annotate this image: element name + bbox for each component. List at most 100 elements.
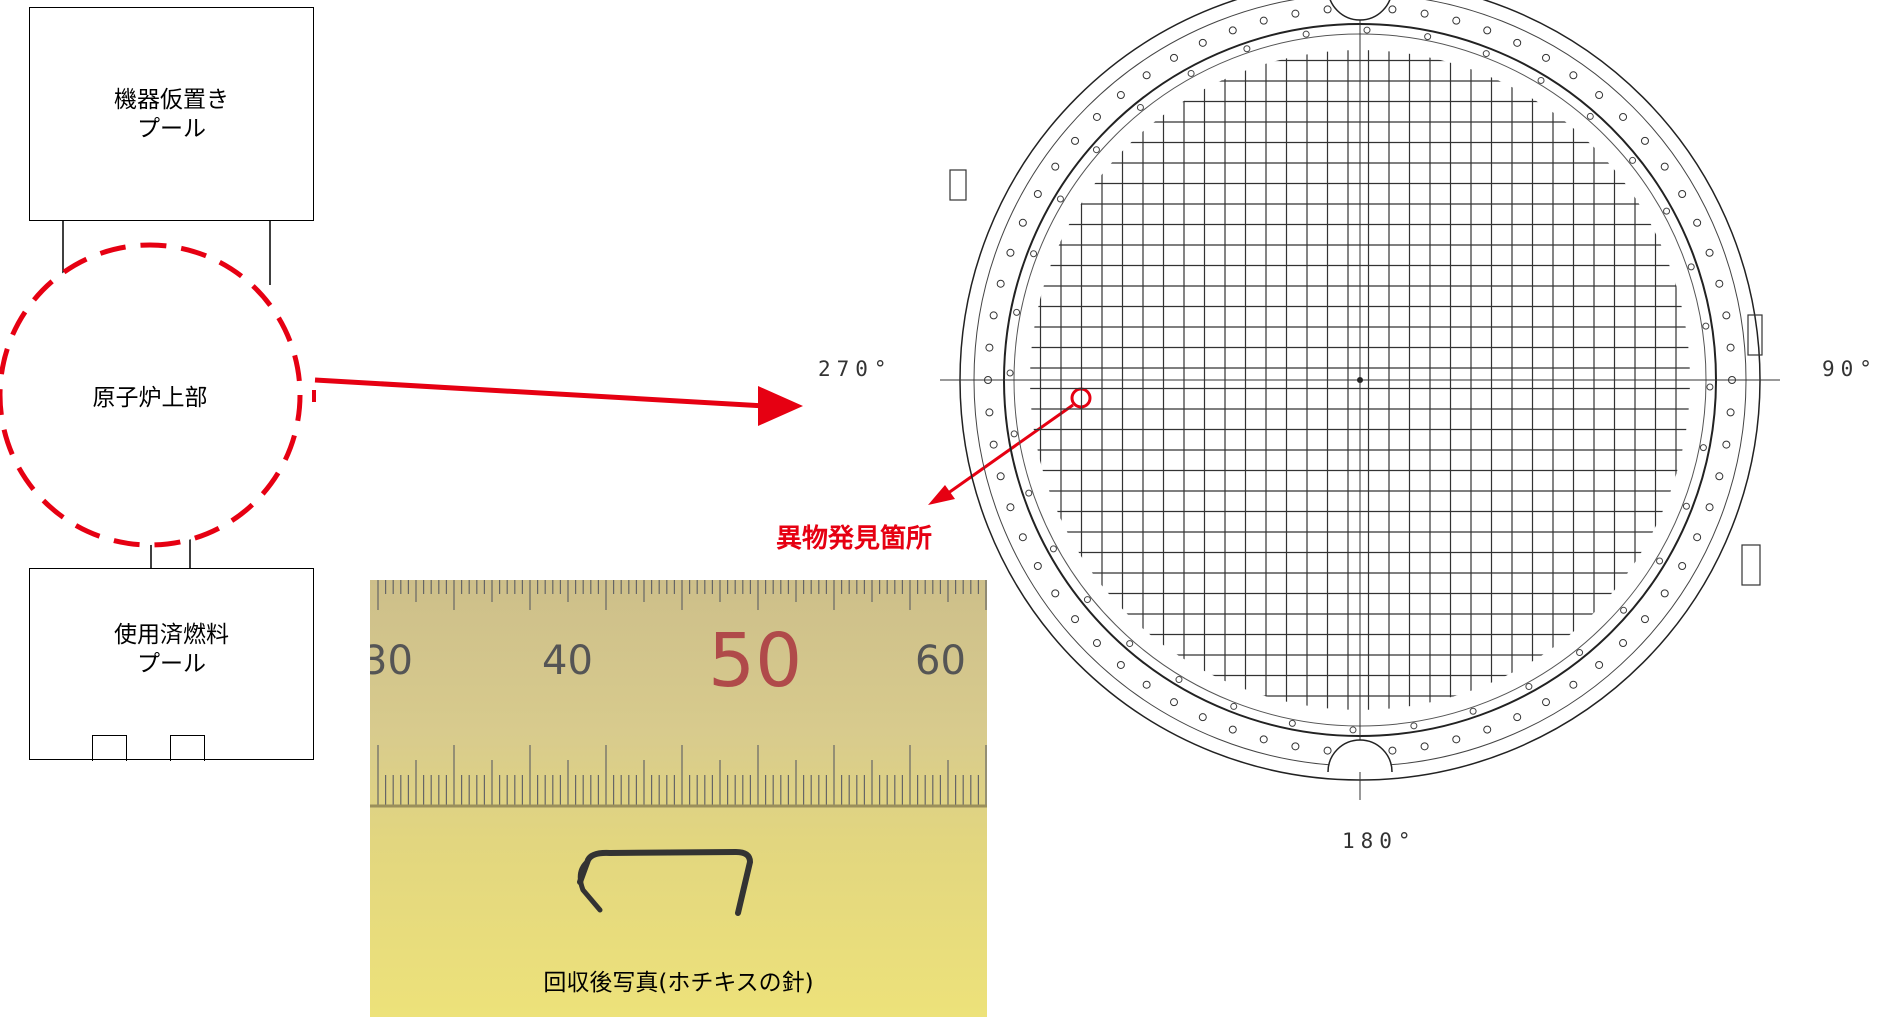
core-bolt-inner — [1629, 156, 1637, 164]
core-bolt — [1033, 562, 1042, 570]
core-bolt-inner — [1682, 502, 1690, 510]
core-bolt-inner — [1187, 69, 1195, 77]
core-bolt-inner — [1525, 683, 1533, 691]
spent-fuel-pool-box: 使用済燃料 プール — [29, 568, 314, 761]
core-bolt — [1640, 136, 1649, 145]
core-bolt-inner — [1363, 26, 1371, 34]
core-bolt — [1569, 71, 1578, 80]
core-bolt — [1569, 680, 1578, 689]
core-bolt-inner — [1010, 430, 1018, 438]
core-bolt — [1693, 533, 1702, 542]
equipment-pool-label-1: 機器仮置き — [114, 87, 229, 113]
found-location-label: 異物発見箇所 — [776, 524, 933, 554]
core-bolt — [1071, 615, 1080, 624]
core-bolt-inner — [1620, 606, 1628, 614]
core-bolt — [1726, 408, 1735, 417]
core-bolt-inner — [1056, 195, 1064, 203]
lug-right — [1741, 544, 1761, 586]
core-bolt — [1323, 5, 1332, 14]
core-bolt-inner — [1136, 103, 1144, 111]
core-bolt — [1071, 136, 1080, 145]
core-bolt — [1092, 639, 1101, 648]
core-bolt — [1595, 660, 1604, 669]
core-bolt — [996, 279, 1005, 288]
core-bolt — [1678, 562, 1687, 570]
core-bolt — [1693, 218, 1702, 227]
core-bolt-inner — [1288, 719, 1296, 727]
notch-top — [1329, 0, 1391, 21]
core-bolt-inner — [1349, 726, 1357, 734]
core-bolt — [1033, 190, 1042, 198]
core-bolt — [985, 408, 994, 417]
core-bolt — [1705, 248, 1714, 257]
photo-caption: 回収後写真(ホチキスの針) — [543, 970, 814, 996]
core-bolt — [989, 311, 998, 320]
core-bolt — [1420, 9, 1429, 18]
core-bolt-inner — [1656, 557, 1664, 565]
core-bolt-inner — [1302, 30, 1310, 38]
core-bolt-inner — [1702, 322, 1710, 330]
core-bolt — [1051, 162, 1060, 171]
recovered-item-photo: 30 40 50 60 回収後写真(ホチキスの針) — [370, 580, 987, 1017]
core-bolt — [1259, 16, 1268, 25]
core-bolt — [1142, 71, 1151, 80]
core-bolt — [1006, 503, 1015, 512]
core-bolt-inner — [1687, 263, 1695, 271]
core-bolt-inner — [1013, 308, 1021, 316]
pool-slot-right — [170, 735, 205, 761]
core-bolt — [1142, 680, 1151, 689]
core-bolt — [985, 343, 994, 352]
core-bolt — [1542, 698, 1550, 707]
core-bolt — [1388, 746, 1397, 755]
core-bolt — [1660, 589, 1669, 598]
core-bolt — [1116, 660, 1125, 669]
core-bolt — [1619, 112, 1628, 121]
core-bolt-inner — [1083, 596, 1091, 604]
core-bolt — [1170, 53, 1178, 62]
core-bolt — [1388, 5, 1397, 14]
core-bolt-inner — [1424, 33, 1432, 41]
core-bolt-inner — [1175, 676, 1183, 684]
core-bolt-inner — [1092, 146, 1100, 154]
equipment-pool-box: 機器仮置き プール — [29, 7, 314, 221]
core-bolt — [1228, 725, 1237, 734]
lug-right-upper — [1747, 314, 1763, 356]
angle-180-label: 180° — [1342, 829, 1417, 853]
core-bolt — [1483, 725, 1492, 734]
lug-left — [949, 169, 967, 201]
core-bolt-inner — [1030, 250, 1038, 258]
angle-90-label: 90° — [1822, 357, 1878, 381]
ruler-label-40: 40 — [542, 638, 593, 684]
core-bolt — [1018, 533, 1027, 542]
core-bolt — [1595, 91, 1604, 100]
core-bolt — [1198, 713, 1207, 722]
core-bolt — [996, 472, 1005, 481]
core-bolt — [1420, 742, 1429, 751]
core-bolt-inner — [1025, 489, 1033, 497]
core-bolt — [1198, 38, 1207, 47]
equipment-pool-label-2: プール — [137, 116, 206, 142]
core-bolt-inner — [1699, 444, 1707, 452]
core-bolt — [1452, 16, 1461, 25]
core-bolt — [1259, 735, 1268, 744]
core-bolt — [1722, 311, 1731, 320]
core-bolt — [1092, 112, 1101, 121]
ruler-label-50: 50 — [708, 618, 803, 704]
core-bolt — [1715, 472, 1724, 481]
core-center — [1357, 377, 1363, 383]
core-bolt — [1513, 38, 1522, 47]
notch-bottom — [1327, 739, 1393, 773]
reactor-top-label: 原子炉上部 — [92, 385, 208, 411]
pointer-arrow-head — [758, 386, 803, 426]
core-bolt — [1323, 746, 1332, 755]
core-bolt-inner — [1049, 545, 1057, 553]
spent-fuel-pool-label-2: プール — [137, 651, 206, 677]
core-bolt-inner — [1576, 649, 1584, 657]
ruler — [370, 580, 987, 808]
core-bolt-inner — [1469, 707, 1477, 715]
core-bolt — [1170, 698, 1178, 707]
core-bolt — [1726, 343, 1735, 352]
core-bolt-inner — [1243, 45, 1251, 53]
